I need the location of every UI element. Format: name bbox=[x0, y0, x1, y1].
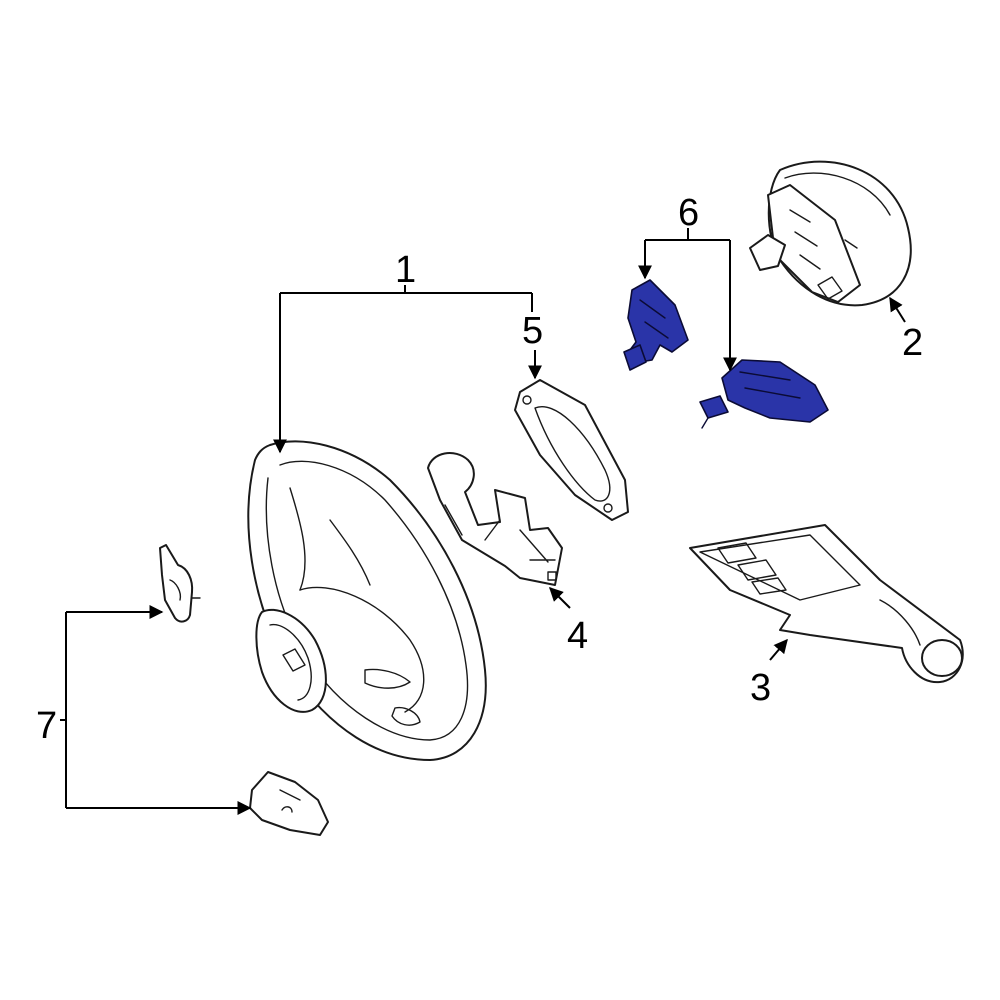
callout-7: 7 bbox=[36, 705, 57, 747]
steering-wheel bbox=[247, 440, 487, 761]
callout-1: 1 bbox=[395, 249, 416, 291]
callout-2: 2 bbox=[902, 322, 923, 364]
switch-upper bbox=[159, 544, 201, 623]
callout-6: 6 bbox=[678, 192, 699, 234]
paddle-shifter-right bbox=[699, 359, 829, 429]
switch-lower bbox=[249, 771, 329, 836]
callout-4: 4 bbox=[567, 615, 588, 657]
leader-lines bbox=[60, 228, 906, 815]
trim-bezel bbox=[514, 379, 629, 521]
callout-5: 5 bbox=[522, 310, 543, 352]
lower-trim-cover bbox=[427, 452, 563, 586]
callout-3: 3 bbox=[750, 667, 771, 709]
airbag-module bbox=[749, 160, 912, 307]
column-cover bbox=[689, 524, 964, 684]
paddle-shifter-left bbox=[623, 279, 689, 371]
